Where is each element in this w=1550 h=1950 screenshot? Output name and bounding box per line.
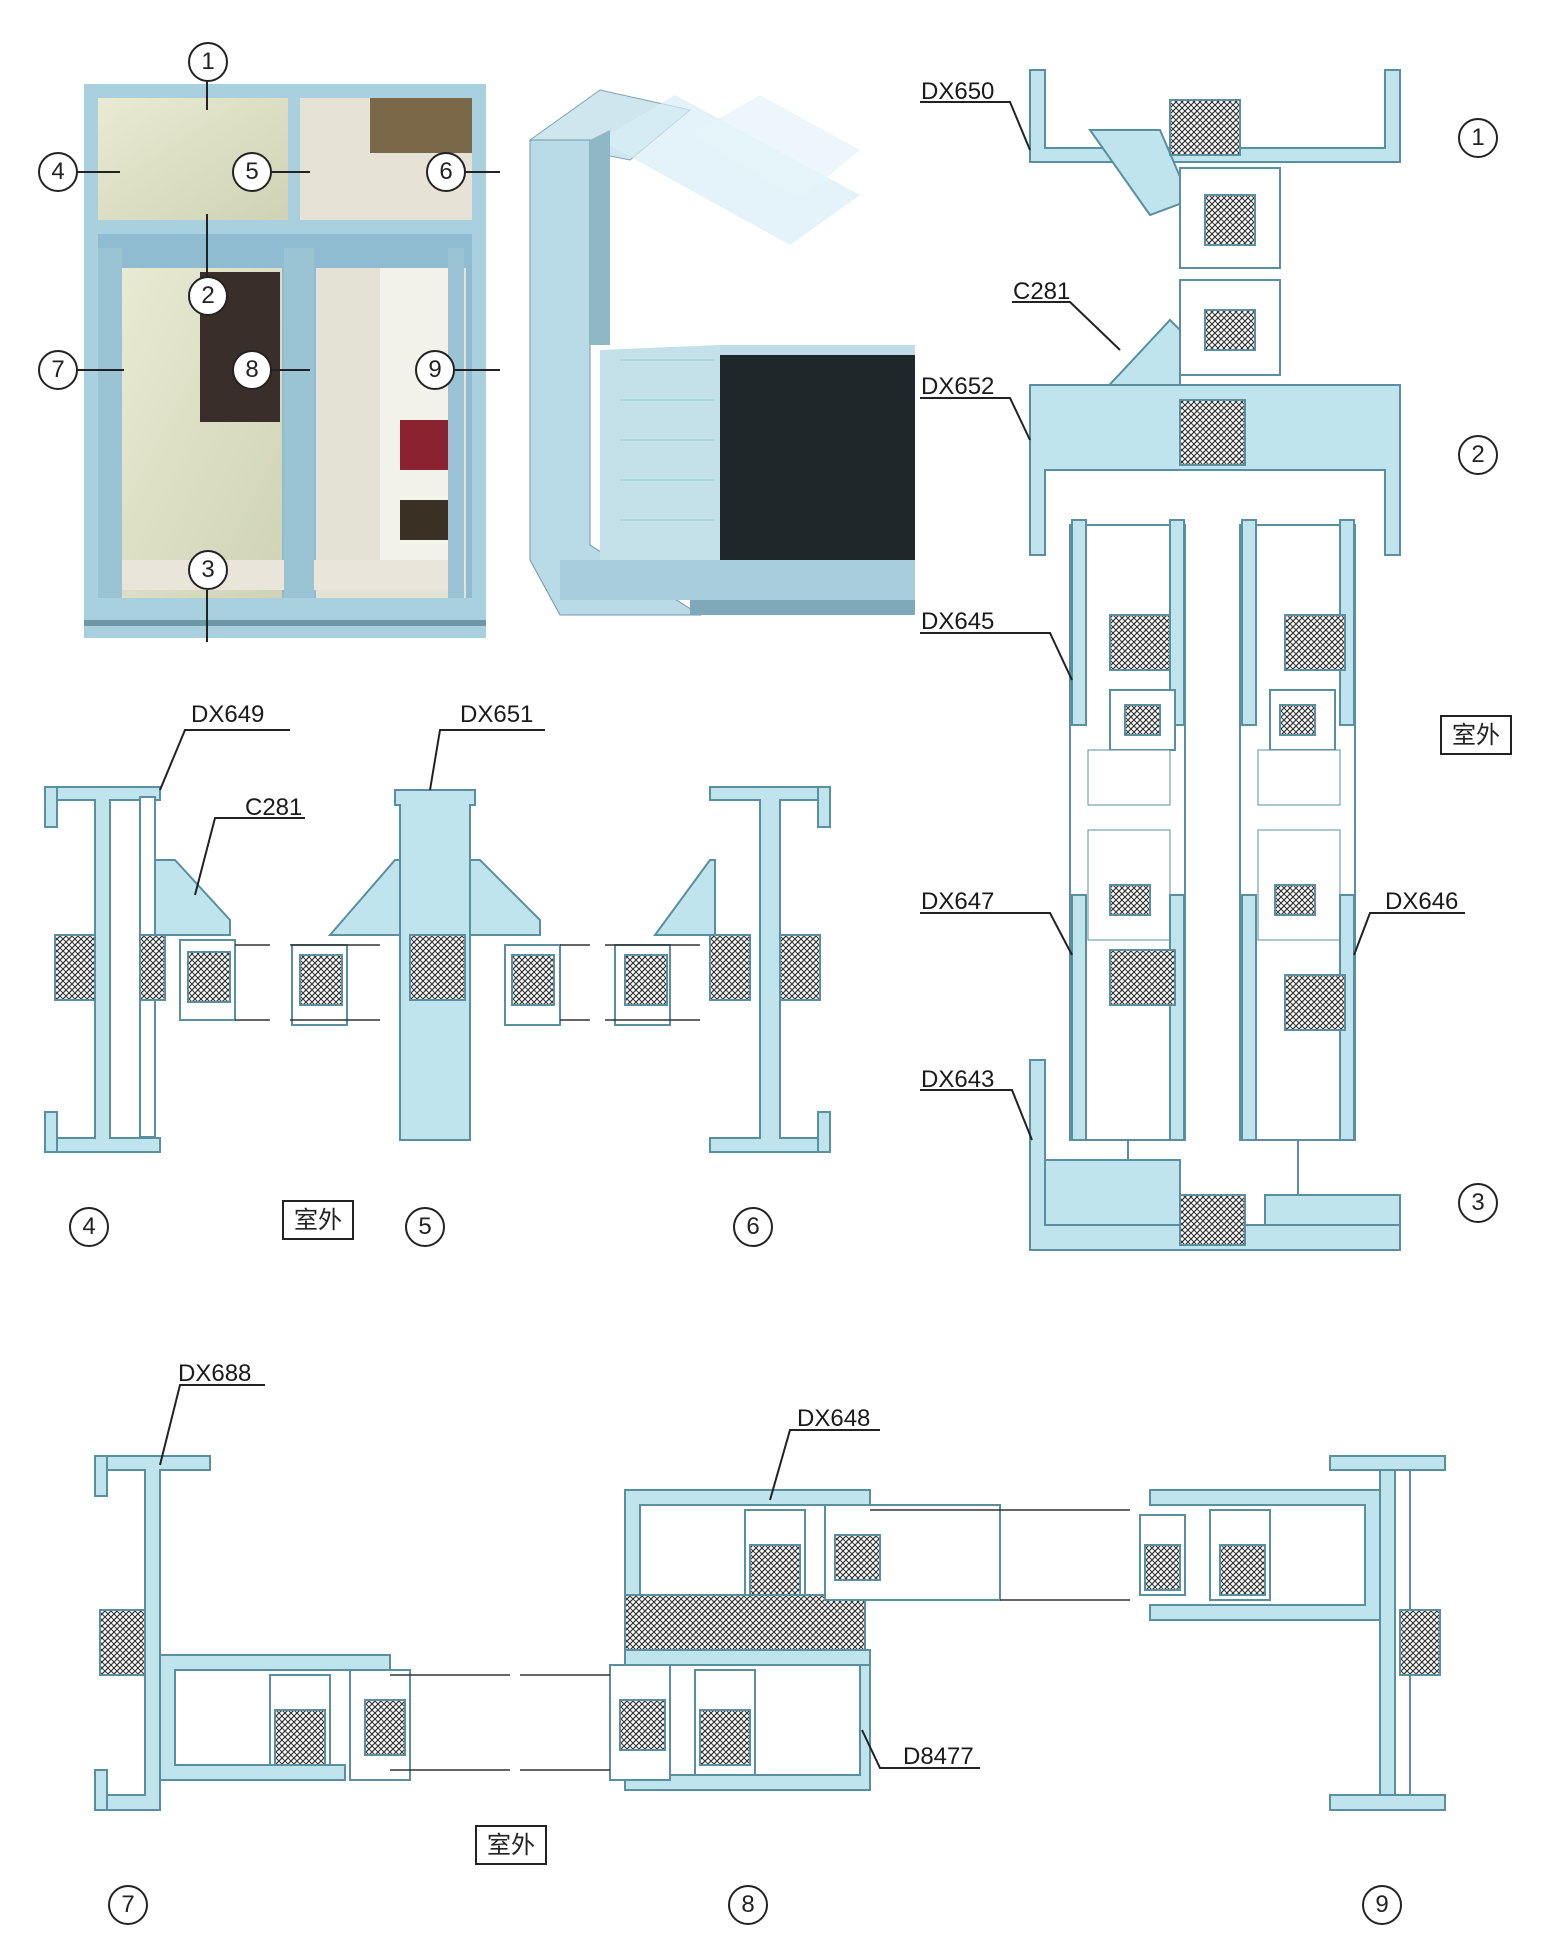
profile-3d-render: [528, 89, 915, 616]
photo-callout-2: 2: [188, 276, 228, 316]
label-dx647: DX647: [921, 888, 995, 915]
label-d8477: D8477: [903, 1743, 974, 1770]
section-number-6: 6: [733, 1207, 773, 1247]
photo-callout-1: 1: [188, 42, 228, 82]
section-number-3: 3: [1458, 1183, 1498, 1223]
label-dx651: DX651: [460, 701, 534, 728]
photo-callout-7: 7: [38, 350, 78, 390]
label-c281-right: C281: [1013, 278, 1071, 305]
label-dx645: DX645: [921, 608, 995, 635]
horizontal-section-bottom: [94, 1384, 1446, 1811]
exterior-mark-bottom: 室外: [475, 1825, 547, 1865]
label-dx650: DX650: [921, 78, 995, 105]
vertical-section-right: [920, 69, 1465, 1251]
label-dx646: DX646: [1385, 888, 1459, 915]
section-number-8: 8: [728, 1885, 768, 1925]
horizontal-section-middle: [44, 729, 831, 1153]
label-dx652: DX652: [921, 373, 995, 400]
section-number-1: 1: [1458, 118, 1498, 158]
label-dx648: DX648: [797, 1405, 871, 1432]
section-number-4: 4: [69, 1207, 109, 1247]
section-number-2: 2: [1458, 435, 1498, 475]
label-dx643: DX643: [921, 1066, 995, 1093]
photo-callout-9: 9: [415, 350, 455, 390]
photo-callout-6: 6: [426, 152, 466, 192]
label-dx649: DX649: [191, 701, 265, 728]
photo-callout-5: 5: [232, 152, 272, 192]
label-dx688: DX688: [178, 1360, 252, 1387]
window-photo: [74, 76, 500, 642]
exterior-mark-middle: 室外: [282, 1200, 354, 1240]
photo-callout-3: 3: [188, 550, 228, 590]
section-number-7: 7: [108, 1885, 148, 1925]
photo-callout-8: 8: [232, 350, 272, 390]
label-c281-left: C281: [245, 794, 303, 821]
section-number-5: 5: [405, 1207, 445, 1247]
photo-callout-4: 4: [38, 152, 78, 192]
section-number-9: 9: [1362, 1885, 1402, 1925]
exterior-mark-right: 室外: [1440, 715, 1512, 755]
